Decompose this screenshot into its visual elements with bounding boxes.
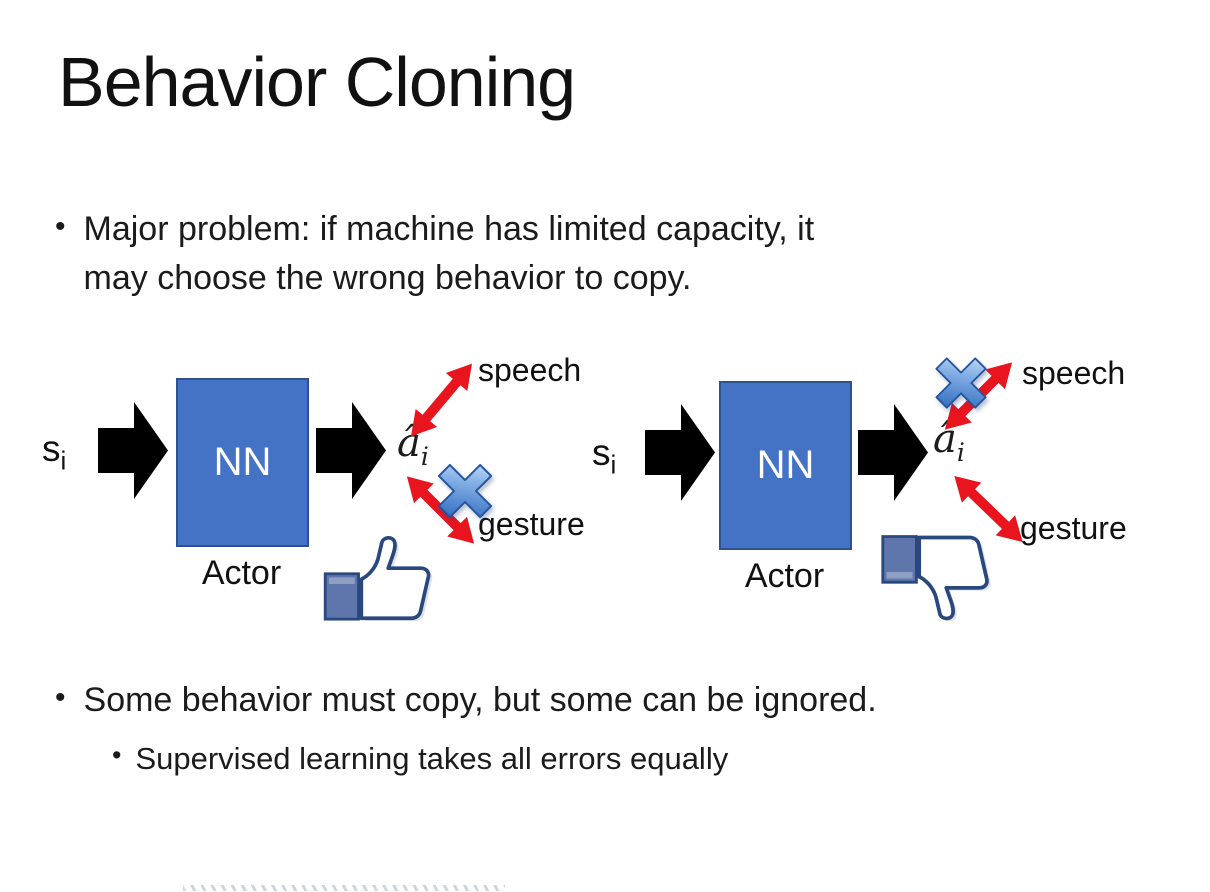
left-cancel-cross-icon (437, 463, 493, 519)
right-nn-box: NN (719, 381, 852, 550)
sub-bullet-supervised: • Supervised learning takes all errors e… (112, 737, 728, 780)
left-output-block-arrow-icon (316, 402, 386, 499)
left-nn-label: NN (213, 440, 272, 484)
slide-title: Behavior Cloning (58, 43, 576, 121)
bullet-marker: • (55, 210, 66, 243)
action-subscript: i (956, 438, 965, 467)
right-actor-label: Actor (744, 557, 825, 595)
bullet-some-behavior: • Some behavior must copy, but some can … (55, 676, 877, 725)
right-nn-label: NN (756, 443, 815, 487)
thumbs-down-icon (881, 535, 991, 622)
left-speech-double-arrow-icon (410, 363, 473, 437)
bullet2-text: Some behavior must copy, but some can be… (83, 681, 877, 719)
right-gesture-label: gesture (1020, 510, 1127, 546)
state-symbol: s (42, 428, 61, 469)
bullet-marker: • (55, 681, 66, 714)
left-gesture-label: gesture (478, 506, 585, 542)
left-input-state-label: si (42, 428, 66, 476)
left-nn-box: NN (176, 378, 309, 547)
left-input-block-arrow-icon (98, 402, 168, 499)
right-speech-label: speech (1022, 355, 1126, 391)
thumbs-up-icon (323, 536, 433, 621)
state-symbol: s (592, 432, 611, 473)
bullet1-line1: Major problem: if machine has limited ca… (83, 210, 815, 248)
left-gesture-double-arrow-icon (406, 476, 475, 544)
state-subscript: i (610, 449, 617, 480)
bullet1-line2: may choose the wrong behavior to copy. (83, 259, 692, 298)
right-cancel-cross-icon (935, 357, 987, 409)
right-gesture-double-arrow-icon (954, 476, 1023, 542)
bullet-text: Major problem: if machine has limited ca… (84, 205, 815, 304)
right-output-block-arrow-icon (858, 404, 928, 501)
sub-bullet-text: Supervised learning takes all errors equ… (135, 741, 729, 776)
left-speech-label: speech (478, 352, 582, 388)
bullet-major-problem: • Major problem: if machine has limited … (55, 205, 814, 304)
state-subscript: i (60, 445, 67, 476)
right-input-block-arrow-icon (645, 404, 715, 501)
left-actor-label: Actor (201, 554, 282, 592)
bullet-marker: • (112, 740, 122, 770)
right-input-state-label: si (592, 432, 616, 480)
action-subscript: i (420, 442, 429, 471)
clipped-text-strip (183, 885, 505, 891)
